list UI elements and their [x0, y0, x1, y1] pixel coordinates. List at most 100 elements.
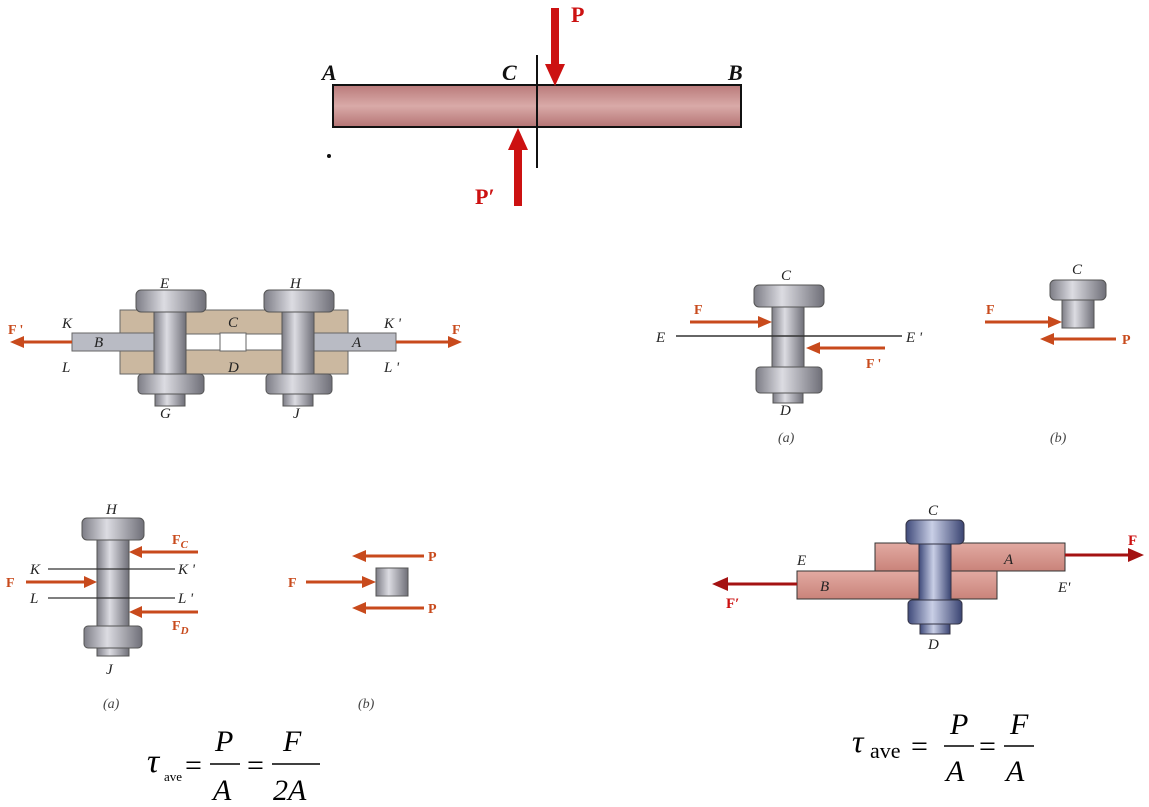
label-C: C [928, 503, 939, 519]
force-F-prime-arrow [712, 577, 797, 591]
fig2-double-bolt-joint: E H G J C D K L K ' L ' B A F ' F [8, 276, 462, 422]
force-FC-arrow [129, 546, 198, 558]
label-FC: FC [172, 533, 189, 551]
eq-den-1: A [211, 774, 232, 807]
force-F-prime-arrow [806, 342, 885, 354]
eq-sub: ave [870, 738, 901, 763]
force-F-prime-arrow-left [10, 336, 72, 348]
label-F: F [6, 576, 15, 591]
caption-b: (b) [358, 697, 375, 712]
force-F-arrow-right [396, 336, 462, 348]
fig4-double-shear-bolt: H J K L K ' L ' F FC FD (a) F P P (b) [6, 502, 437, 712]
force-P-arrow [545, 8, 565, 86]
force-FD-arrow [129, 606, 198, 618]
label-L: L [29, 591, 38, 607]
force-P1-arrow [352, 550, 424, 562]
eq-den-2: A [1004, 755, 1025, 788]
label-L-prime: L ' [177, 591, 194, 607]
label-L: L [61, 360, 70, 376]
force-Fb-arrow [306, 576, 376, 588]
label-C: C [502, 60, 517, 85]
label-E-prime: E' [1057, 580, 1071, 596]
label-B: B [727, 60, 743, 85]
eq-sub: ave [164, 769, 182, 784]
label-K-prime: K ' [383, 316, 402, 332]
fig5-lap-joint: C D E E' A B F F′ [712, 503, 1144, 653]
label-D: D [227, 360, 239, 376]
label-P: P [571, 2, 584, 27]
label-F: F [1128, 533, 1137, 549]
label-B: B [820, 579, 829, 595]
label-H: H [105, 502, 118, 518]
label-C: C [228, 315, 239, 331]
label-Pb: P [1122, 333, 1131, 348]
bolt-slice [375, 567, 409, 597]
label-FD: FD [172, 619, 189, 637]
eq-equals-2: = [247, 749, 264, 782]
label-Cb: C [1072, 262, 1083, 278]
label-J: J [293, 406, 301, 422]
label-E: E [796, 553, 806, 569]
force-P-prime-arrow [508, 128, 528, 206]
label-F: F [694, 303, 703, 318]
bolt-HJ [263, 289, 335, 407]
fig1-beam-shear: A C B P P′ [320, 2, 743, 209]
label-J: J [106, 662, 114, 678]
label-E: E [655, 330, 665, 346]
label-B: B [94, 335, 103, 351]
label-K-prime: K ' [177, 562, 196, 578]
fig3-single-bolt: C D E E ' F F ' (a) C F P (b) [655, 262, 1131, 446]
label-L-prime: L ' [383, 360, 400, 376]
eq-tau: τ [852, 723, 865, 759]
eq-den-1: A [944, 755, 965, 788]
bolt-EG [135, 289, 207, 407]
label-E: E [159, 276, 169, 292]
label-E-prime: E ' [905, 330, 923, 346]
eq-equals-2: = [979, 730, 996, 763]
label-F-prime: F′ [726, 596, 739, 612]
plate-B [796, 570, 998, 600]
bolt-HJ-free [81, 517, 145, 657]
force-F-arrow [690, 316, 772, 328]
label-A: A [351, 335, 362, 351]
eq-den-2: 2A [273, 774, 307, 807]
label-A: A [1003, 552, 1014, 568]
label-F: F [452, 323, 461, 338]
equation-left: τ ave = P A = F 2A [147, 725, 320, 807]
eq-equals-1: = [185, 749, 202, 782]
eq-num-1: P [214, 725, 233, 758]
label-A: A [320, 60, 337, 85]
force-F-arrow [26, 576, 97, 588]
gap [219, 332, 247, 352]
label-F-prime: F ' [8, 323, 23, 338]
eq-tau: τ [147, 743, 161, 780]
equation-right: τ ave = P A = F A [852, 708, 1034, 788]
force-Fb-arrow [985, 316, 1062, 328]
dot [327, 154, 331, 158]
label-P1: P [428, 550, 437, 565]
eq-num-2: F [282, 725, 302, 758]
label-P-prime: P′ [475, 184, 495, 209]
eq-num-1: P [949, 708, 968, 741]
label-F-prime: F ' [866, 357, 881, 372]
label-K: K [29, 562, 41, 578]
label-P2: P [428, 602, 437, 617]
label-G: G [160, 406, 171, 422]
label-K: K [61, 316, 73, 332]
plate-A [874, 542, 1066, 572]
label-C: C [781, 268, 792, 284]
caption-b: (b) [1050, 431, 1067, 446]
label-Fb: F [288, 576, 297, 591]
eq-equals-1: = [911, 730, 928, 763]
force-P2-arrow [352, 602, 424, 614]
caption-a: (a) [103, 697, 120, 712]
label-Fb: F [986, 303, 995, 318]
force-F-arrow [1065, 548, 1144, 562]
bolt-cut-piece [1049, 279, 1107, 329]
caption-a: (a) [778, 431, 795, 446]
force-Pb-arrow [1040, 333, 1116, 345]
eq-num-2: F [1009, 708, 1029, 741]
bolt-CD [753, 284, 825, 404]
label-D: D [779, 403, 791, 419]
